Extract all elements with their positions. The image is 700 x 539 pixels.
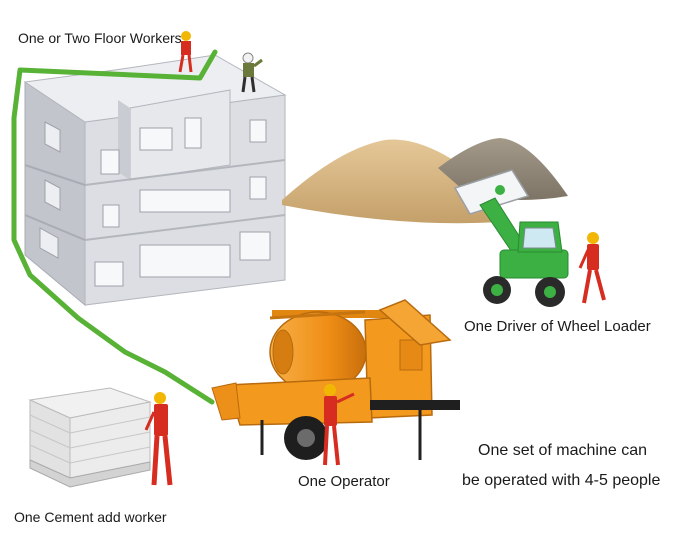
label-floor-workers: One or Two Floor Workers: [18, 30, 182, 46]
worker-roof-2: [241, 52, 263, 93]
worker-cement: [144, 392, 173, 486]
capacity-note-line-1: One set of machine can: [478, 442, 647, 459]
label-wheel-loader-driver: One Driver of Wheel Loader: [464, 318, 651, 335]
worker-operator: [323, 384, 355, 466]
concrete-mixer-pump: [211, 299, 460, 460]
worker-roof-1: [178, 31, 193, 73]
label-operator: One Operator: [298, 473, 390, 490]
building: [23, 54, 287, 307]
concrete-pipeline: [11, 49, 218, 405]
wheel-loader: [453, 169, 569, 307]
sand-pile: [282, 139, 500, 224]
worker-loader-driver: [578, 232, 606, 304]
capacity-note: One set of machine can be operated with …: [462, 436, 660, 496]
label-cement-worker: One Cement add worker: [14, 509, 167, 525]
cement-bag-pallet: [28, 387, 152, 488]
capacity-note-line-2: be operated with 4-5 people: [462, 472, 661, 489]
